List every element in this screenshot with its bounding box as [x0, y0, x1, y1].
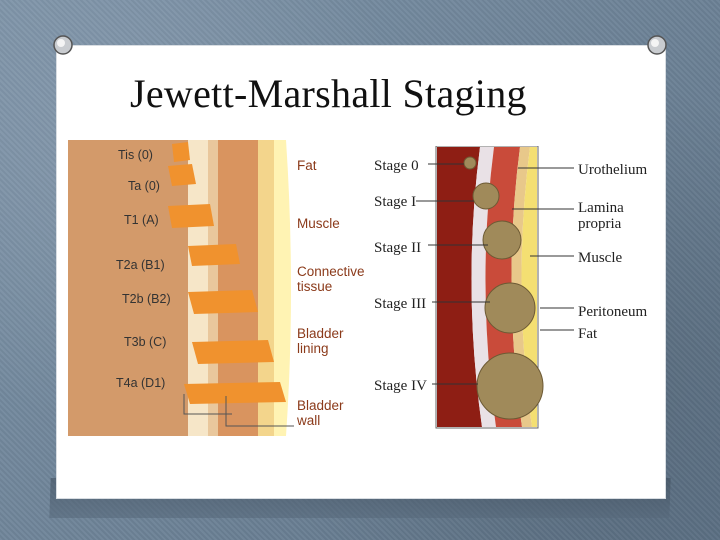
- right-staging-diagram: Stage 0 Stage I Stage II Stage III Stage…: [370, 145, 662, 430]
- layer-label-bladder-lining: Bladder lining: [297, 326, 344, 356]
- stage-label-3: Stage III: [374, 296, 427, 312]
- stage-label-t1: T1 (A): [124, 213, 159, 227]
- left-staging-diagram: Tis (0) Ta (0) T1 (A) T2a (B1) T2b (B2) …: [68, 140, 368, 436]
- stage-label-2: Stage II: [374, 240, 422, 256]
- stage-label-tis: Tis (0): [118, 148, 153, 162]
- layer-label-peritoneum: Peritoneum: [578, 304, 648, 320]
- stage-label-t2a: T2a (B1): [116, 258, 165, 272]
- stage-label-t3b: T3b (C): [124, 335, 167, 349]
- bladder-wall-cross-section: [68, 140, 368, 436]
- thumbtack-icon: [647, 35, 667, 55]
- stage-label-1: Stage I: [374, 194, 417, 210]
- layer-label-fat: Fat: [297, 158, 317, 173]
- stage-label-ta: Ta (0): [128, 179, 160, 193]
- layer-label-muscle: Muscle: [578, 250, 623, 266]
- stage-label-t2b: T2b (B2): [122, 292, 171, 306]
- stage-label-t4a: T4a (D1): [116, 376, 166, 390]
- layer-label-urothelium: Urothelium: [578, 162, 648, 178]
- layer-label-fat: Fat: [578, 326, 598, 342]
- thumbtack-icon: [53, 35, 73, 55]
- stage-label-0: Stage 0: [374, 158, 419, 174]
- layer-label-muscle: Muscle: [297, 216, 340, 231]
- layer-label-lamina-propria: Lamina propria: [578, 200, 624, 232]
- stage-label-4: Stage IV: [374, 378, 427, 394]
- layer-label-connective-tissue: Connective tissue: [297, 264, 365, 294]
- slide-title: Jewett-Marshall Staging: [130, 71, 527, 116]
- layer-label-bladder-wall: Bladder wall: [297, 398, 344, 428]
- bladder-stage-illustration: [416, 145, 574, 429]
